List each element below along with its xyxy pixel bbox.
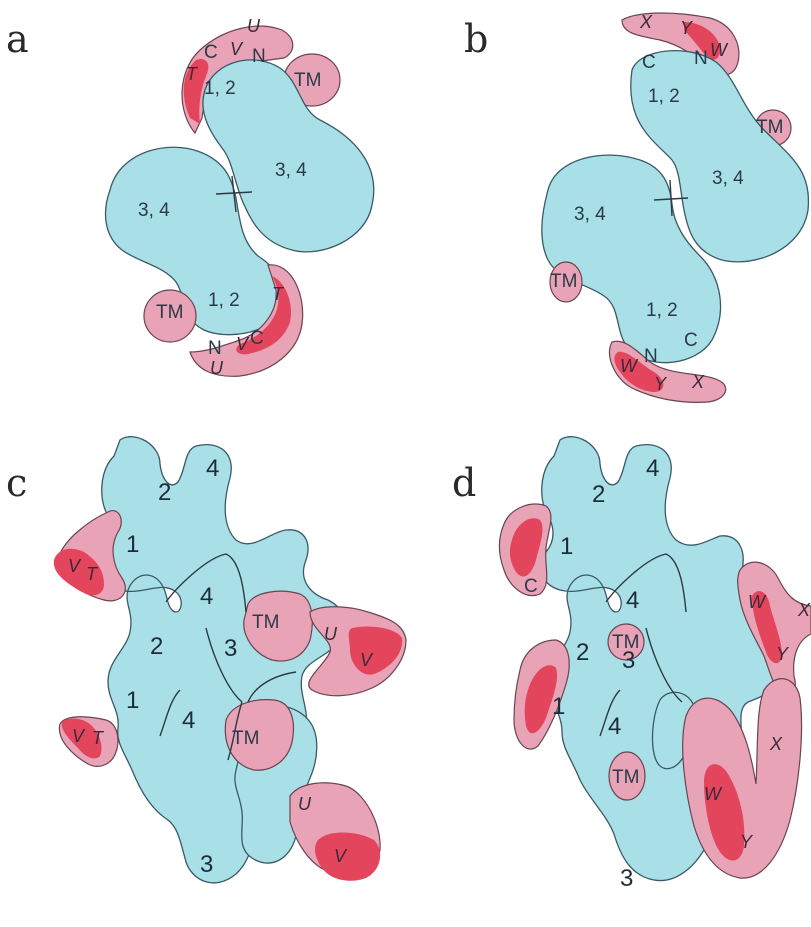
d-label-tm-bot: TM	[612, 767, 639, 788]
d-label-w-right: W	[748, 592, 767, 612]
b-label-w-bot: W	[620, 356, 639, 376]
b-label-x-bot: X	[691, 372, 705, 392]
d-label-4-mid: 4	[626, 587, 639, 614]
c-label-1-top: 1	[126, 531, 139, 558]
panel-b-letter: b	[464, 17, 488, 61]
b-label-n-bot: N	[644, 346, 658, 367]
panel-b: b X Y W C N 1, 2 TM 3, 4 3, 4 TM 1, 2 C …	[464, 12, 808, 402]
a-label-34-right: 3, 4	[275, 160, 307, 181]
d-label-w-bot: W	[704, 784, 723, 804]
c-label-2-top: 2	[158, 479, 171, 506]
b-label-12-top: 1, 2	[648, 86, 680, 107]
c-label-v-top: V	[68, 556, 82, 576]
panel-d-letter: d	[452, 461, 476, 505]
b-label-34-right: 3, 4	[712, 168, 744, 189]
d-label-3-bot: 3	[620, 865, 633, 892]
d-label-x-right: X	[797, 600, 811, 620]
d-label-x-bot: X	[769, 734, 783, 754]
a-label-34-left: 3, 4	[138, 200, 170, 221]
d-label-2-bot: 2	[576, 639, 589, 666]
b-label-y-top: Y	[680, 18, 694, 38]
d-label-c-top: C	[524, 576, 538, 597]
c-label-4-top: 4	[206, 455, 219, 482]
c-label-tm-mid: TM	[252, 612, 279, 633]
a-label-v-top: V	[230, 39, 244, 59]
d-label-2-top: 2	[592, 481, 605, 508]
a-label-v-bot: V	[236, 334, 250, 354]
a-label-c-bot: C	[250, 328, 264, 349]
a-label-u-bot: U	[210, 358, 224, 378]
c-label-1-bot: 1	[126, 687, 139, 714]
b-label-c-top: C	[642, 52, 656, 73]
b-label-34-left: 3, 4	[574, 204, 606, 225]
d-label-1-top: 1	[560, 533, 573, 560]
c-label-u-mid: U	[324, 624, 338, 644]
d-label-y-bot: Y	[740, 832, 754, 852]
a-label-c-top: C	[204, 42, 218, 63]
c-bot-uv-highlight	[315, 833, 380, 881]
b-label-tm-right: TM	[756, 117, 783, 138]
a-label-12-top: 1, 2	[204, 78, 236, 99]
b-label-12-bot: 1, 2	[646, 300, 678, 321]
c-label-tm-bot: TM	[232, 728, 259, 749]
d-label-y-right: Y	[776, 644, 790, 664]
b-label-x-top: X	[639, 12, 653, 32]
d-label-4-bot: 4	[608, 713, 621, 740]
b-label-tm-left: TM	[550, 271, 577, 292]
b-label-n-top: N	[694, 48, 708, 69]
a-label-12-bot: 1, 2	[208, 290, 240, 311]
a-label-u-top: U	[247, 16, 261, 36]
d-label-3-mid: 3	[622, 647, 635, 674]
c-label-4-mid: 4	[200, 583, 213, 610]
c-label-4-bot: 4	[182, 707, 195, 734]
panel-c: c 4 2 1 V T 4 TM U V 3 2 1 V T 4 TM U V	[6, 437, 406, 883]
a-label-n-top: N	[252, 46, 266, 67]
panel-c-letter: c	[6, 461, 27, 505]
c-label-v-bot2: V	[334, 846, 348, 866]
panel-a: a U C V N T 1, 2 TM 3, 4 3, 4 1, 2 TM T …	[6, 16, 374, 378]
c-label-v-mid: V	[360, 650, 374, 670]
c-label-3-bot: 3	[200, 851, 213, 878]
c-label-u-bot: U	[298, 794, 312, 814]
c-label-3-mid: 3	[224, 635, 237, 662]
d-label-4-top: 4	[646, 455, 659, 482]
a-label-tm-bot: TM	[156, 302, 183, 323]
a-label-tm-top: TM	[294, 70, 321, 91]
a-label-n-bot: N	[208, 338, 222, 359]
panel-d: d 4 2 1 C 4 TM 3 W X Y 2 1 4 TM 3 W X Y	[452, 437, 811, 892]
c-label-v-bot: V	[72, 726, 86, 746]
panel-a-letter: a	[6, 17, 29, 61]
b-label-y-bot: Y	[654, 374, 668, 394]
b-label-w-top: W	[710, 40, 729, 60]
c-label-2-bot: 2	[150, 633, 163, 660]
d-label-1-bot: 1	[552, 693, 565, 720]
b-label-c-bot: C	[684, 330, 698, 351]
